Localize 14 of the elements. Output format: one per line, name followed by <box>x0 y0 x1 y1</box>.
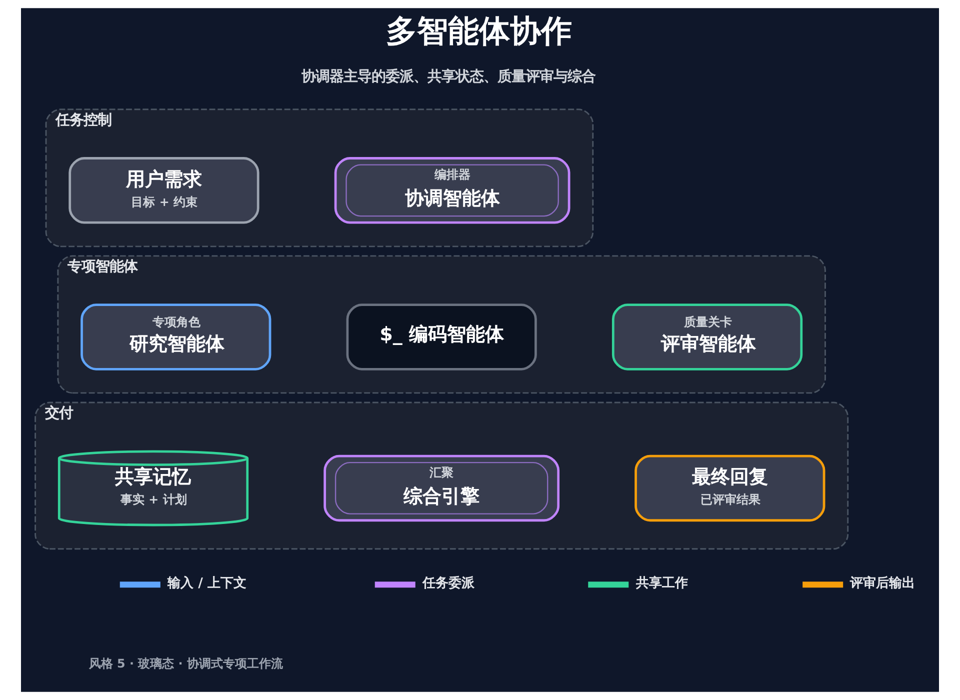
node-box: 用户需求 目标 + 约束 <box>68 157 260 224</box>
legend-label: 任务委派 <box>422 576 475 591</box>
node-box: 质量关卡 评审智能体 <box>612 304 803 370</box>
node-box: 编排器 协调智能体 <box>334 157 570 224</box>
legend-label: 输入 / 上下文 <box>168 576 246 591</box>
node-box: 专项角色 研究智能体 <box>80 304 272 370</box>
node-box: $_ 编码智能体 <box>346 304 537 370</box>
label: 协调器主导的委派、共享状态、质量评审与综合 <box>302 68 596 85</box>
legend-label: 评审后输出 <box>850 576 916 591</box>
legend-label: 共享工作 <box>636 576 688 591</box>
node-box: 最终回复 已评审结果 <box>634 454 826 522</box>
diagram-title: 多智能体协作 <box>386 13 572 50</box>
label: 风格 5 · 玻璃态 · 协调式专项工作流 <box>88 656 283 670</box>
node-box: 汇聚 综合引擎 <box>324 454 560 522</box>
